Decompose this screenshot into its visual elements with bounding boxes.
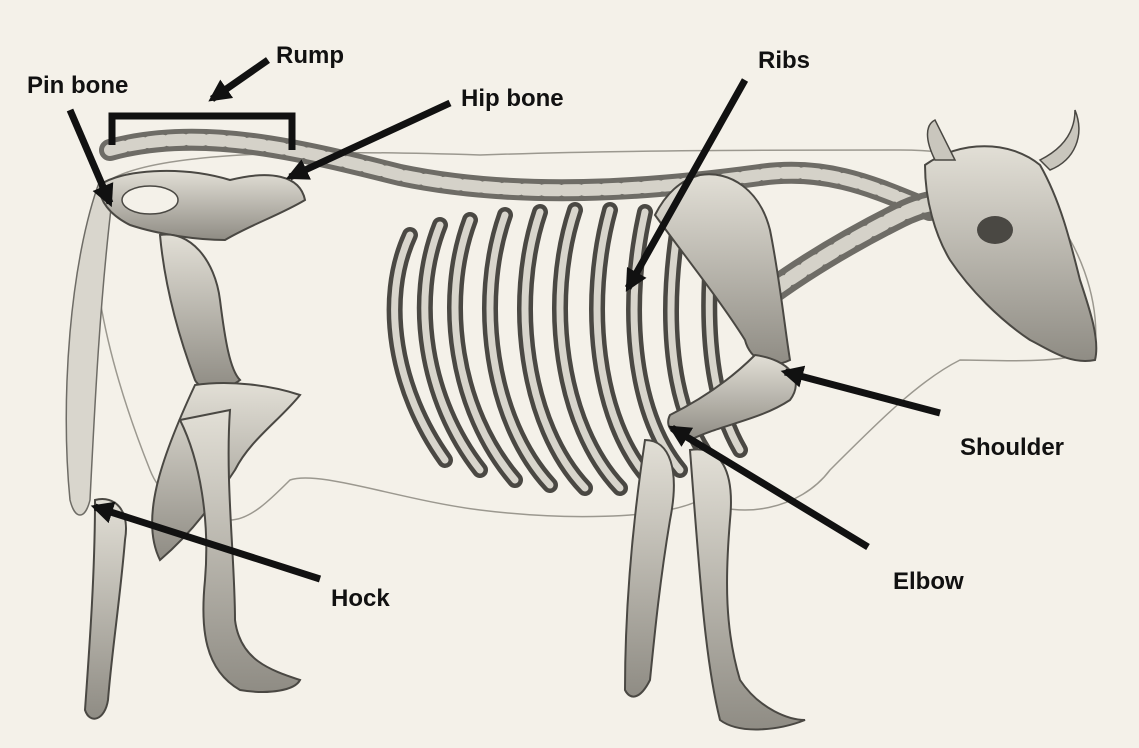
label-hock: Hock [331, 587, 390, 611]
label-pin-bone: Pin bone [27, 74, 128, 98]
eye-socket [977, 216, 1013, 244]
label-elbow: Elbow [893, 570, 964, 594]
label-shoulder: Shoulder [960, 436, 1064, 460]
label-rump: Rump [276, 44, 344, 68]
label-hip-bone: Hip bone [461, 87, 564, 111]
label-ribs: Ribs [758, 49, 810, 73]
